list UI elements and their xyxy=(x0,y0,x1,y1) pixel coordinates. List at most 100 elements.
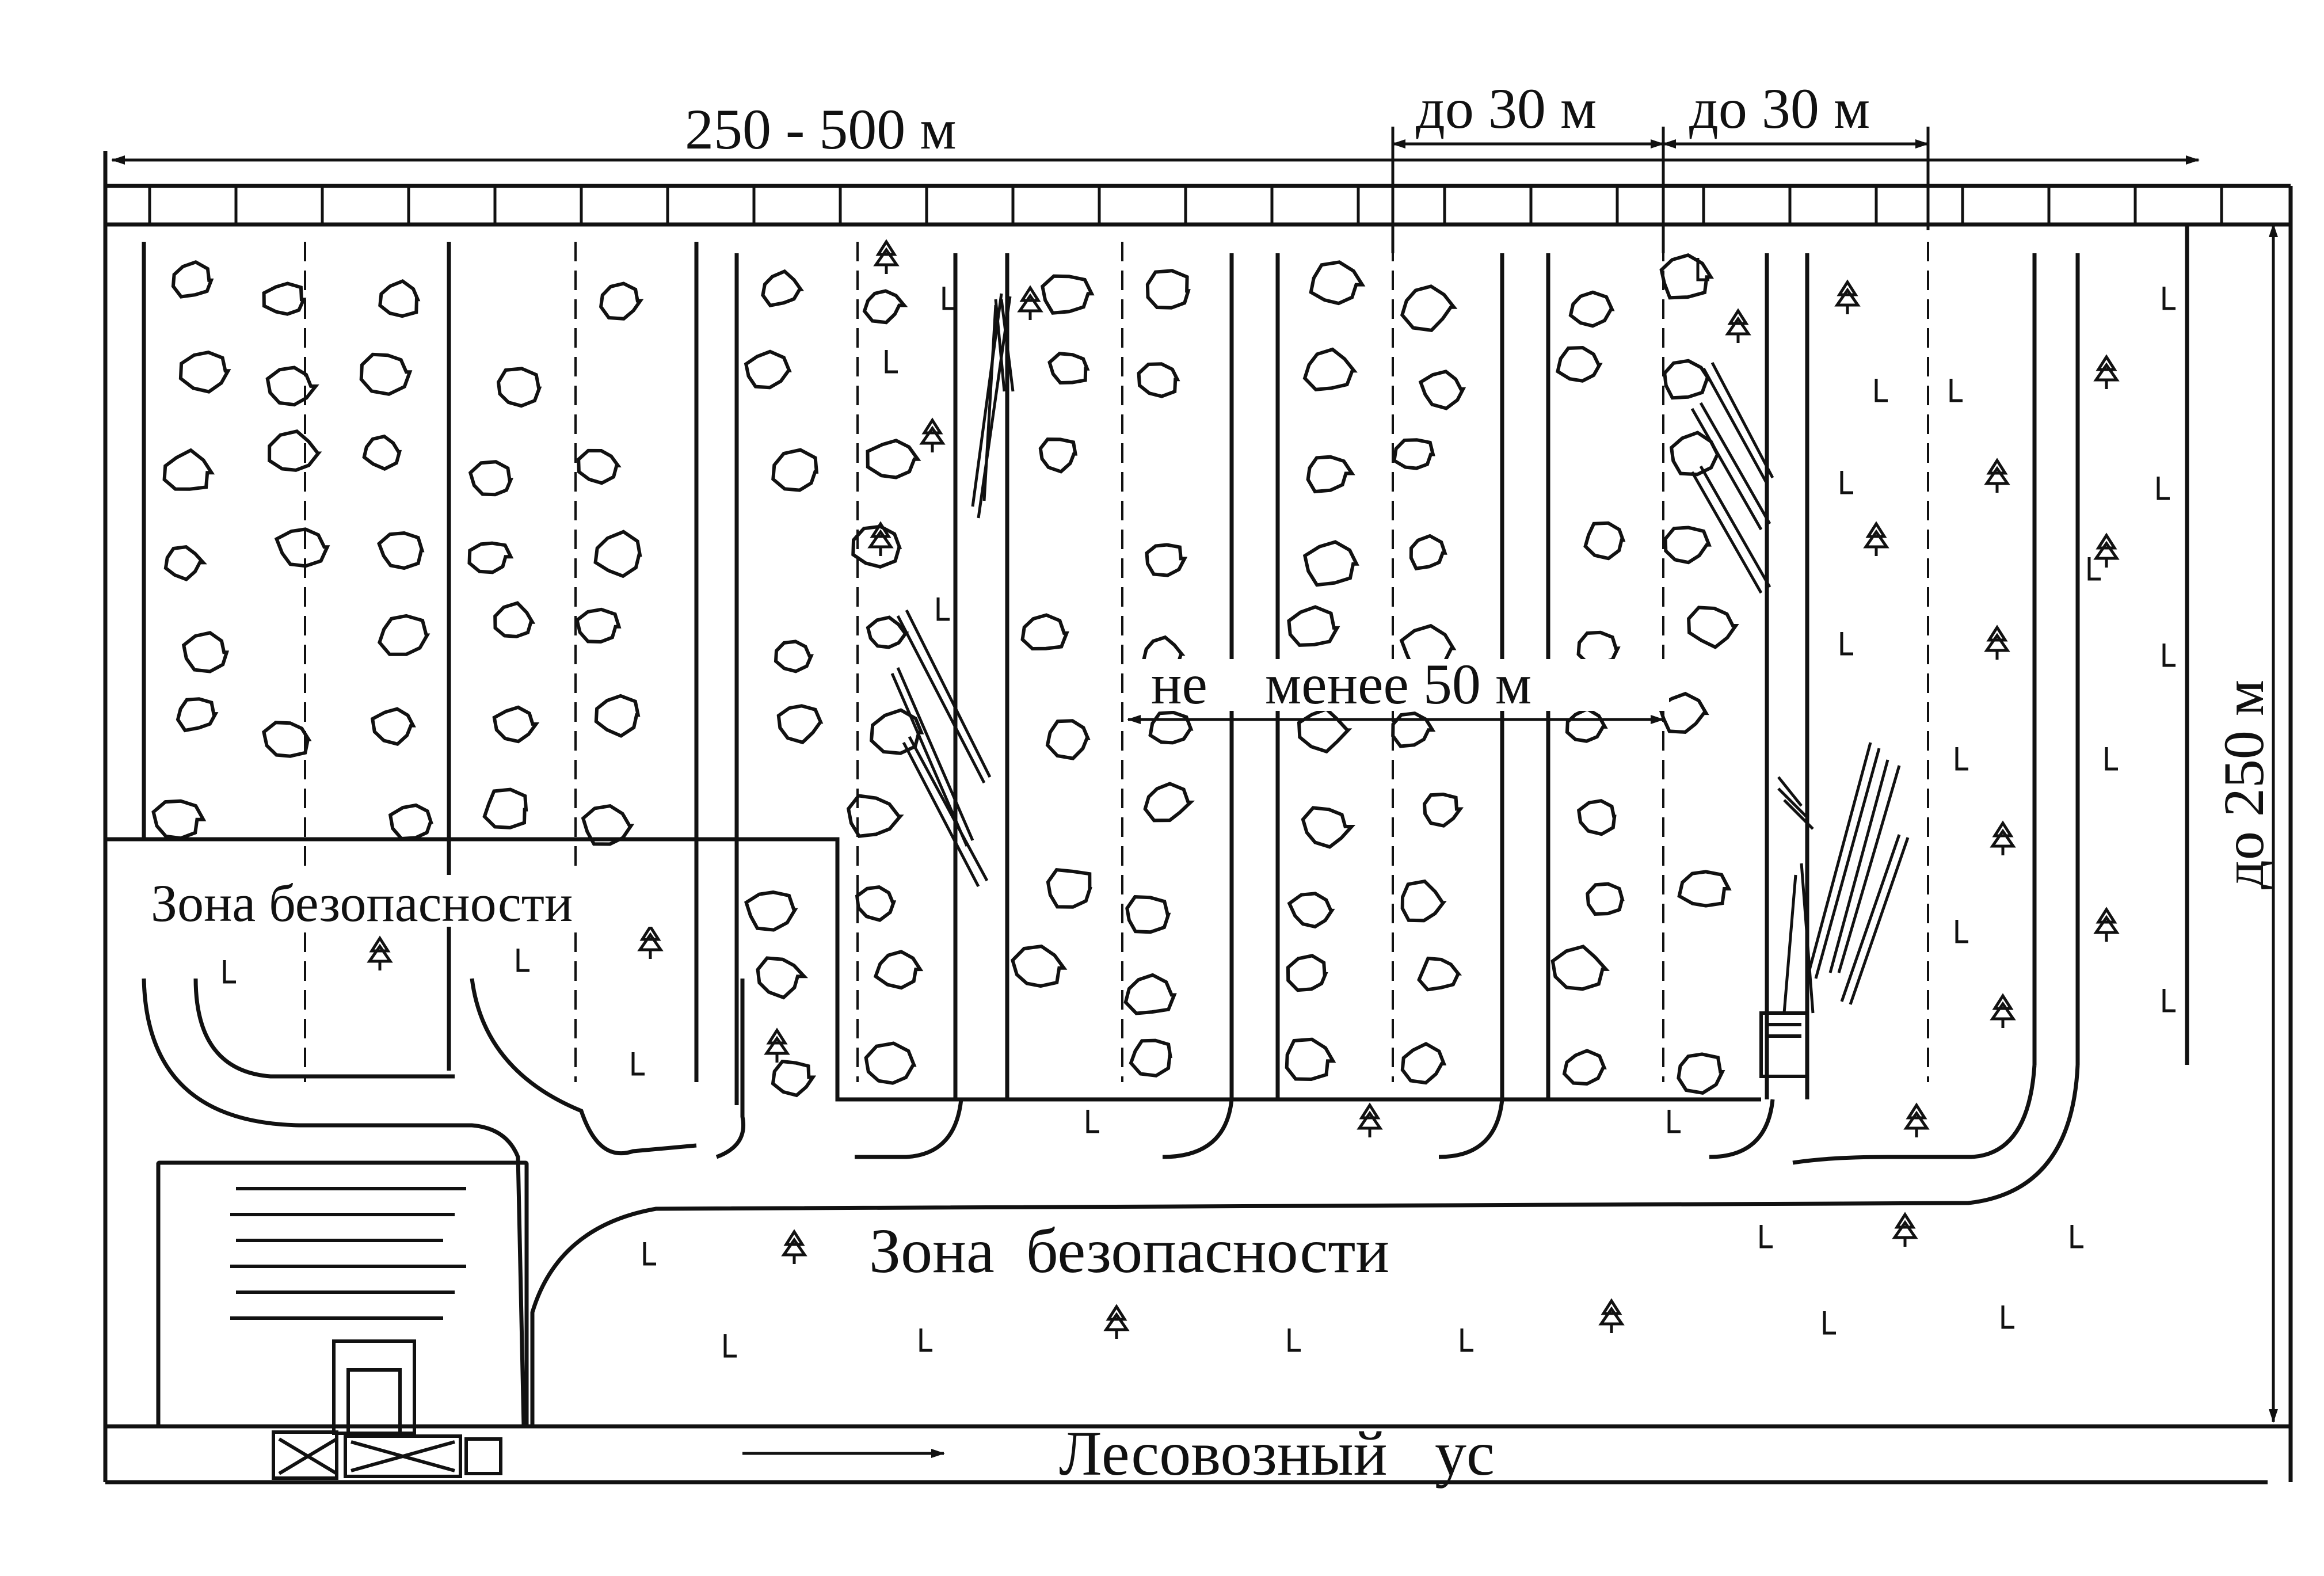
deciduous-crown-icon xyxy=(274,527,330,568)
stump-mark-icon xyxy=(2001,1305,2014,1329)
deciduous-crown-icon xyxy=(1011,944,1068,988)
deciduous-crown-icon xyxy=(1309,260,1366,306)
deciduous-crown-icon xyxy=(1562,1049,1607,1086)
deciduous-crown-icon xyxy=(744,349,792,390)
deciduous-crown-icon xyxy=(163,545,207,582)
deciduous-crown-icon xyxy=(771,448,819,492)
felled-log-icon xyxy=(1777,776,1814,830)
spruce-tree-icon xyxy=(867,521,894,556)
deciduous-crown-icon xyxy=(1145,543,1188,577)
deciduous-crown-icon xyxy=(1663,526,1712,565)
deciduous-crown-icon xyxy=(492,705,540,744)
deciduous-crown-icon xyxy=(869,708,924,755)
deciduous-crown-icon xyxy=(1418,370,1466,410)
deciduous-crown-icon xyxy=(1045,719,1091,760)
deciduous-crown-icon xyxy=(388,803,433,841)
deciduous-crown-icon xyxy=(1047,352,1090,385)
deciduous-crown-icon xyxy=(866,439,921,479)
spruce-tree-icon xyxy=(1892,1212,1918,1247)
deciduous-crown-icon xyxy=(468,460,514,497)
deciduous-crown-icon xyxy=(1568,290,1615,328)
felled-log-icon xyxy=(890,667,974,847)
log-stack xyxy=(230,1187,466,1320)
spruce-tree-icon xyxy=(2093,907,2120,942)
felled-log-icon xyxy=(1690,402,1771,531)
deciduous-crown-icon xyxy=(744,890,798,932)
stump-mark-icon xyxy=(942,287,955,310)
deciduous-crown-icon xyxy=(1687,606,1739,649)
strip-centerlines xyxy=(304,242,1929,1082)
stump-mark-icon xyxy=(1667,1110,1681,1133)
spruce-tree-icon xyxy=(1357,1102,1383,1137)
deciduous-crown-icon xyxy=(1302,540,1359,587)
deciduous-crown-icon xyxy=(864,1041,917,1085)
stump-mark-icon xyxy=(223,960,236,984)
deciduous-crown-icon xyxy=(1556,345,1603,383)
deciduous-crown-icon xyxy=(467,541,514,574)
deciduous-crown-icon xyxy=(1129,1038,1172,1078)
spruce-tree-icon xyxy=(764,1027,790,1063)
spruce-tree-icon xyxy=(1903,1102,1930,1137)
deciduous-crown-icon xyxy=(577,448,622,485)
deciduous-crown-icon xyxy=(1145,269,1191,310)
stump-mark-icon xyxy=(1840,632,1853,656)
deciduous-crown-icon xyxy=(1285,1037,1336,1082)
deciduous-crown-icon xyxy=(846,794,904,838)
felled-log-icon xyxy=(902,736,989,888)
stump-mark-icon xyxy=(885,350,898,374)
stump-mark-icon xyxy=(919,1328,932,1352)
spruce-tree-icon xyxy=(781,1229,807,1264)
spruce-tree-icon xyxy=(1984,625,2010,660)
spruce-tree-icon xyxy=(2093,354,2120,389)
deciduous-crown-icon xyxy=(1038,437,1078,474)
stump-mark-icon xyxy=(1460,1328,1473,1352)
min-distance-label: не менее 50 м xyxy=(1151,652,1531,716)
deciduous-crown-icon xyxy=(1576,630,1621,665)
stump-mark-icon xyxy=(2162,644,2176,667)
deciduous-crown-icon xyxy=(1422,792,1464,828)
deciduous-crown-icon xyxy=(1677,870,1732,908)
stump-mark-icon xyxy=(1949,379,1963,402)
total-width-label: 250 - 500 м xyxy=(685,97,957,161)
deciduous-crown-icon xyxy=(1576,799,1617,836)
deciduous-crown-icon xyxy=(1046,867,1092,909)
felled-log-icon xyxy=(971,293,1012,519)
spruce-tree-icon xyxy=(1863,521,1889,556)
deciduous-crown-icon xyxy=(1125,895,1171,934)
deciduous-crown-icon xyxy=(866,615,909,649)
stump-mark-icon xyxy=(516,949,529,972)
deciduous-crown-icon xyxy=(151,799,207,840)
felled-log-icon xyxy=(1702,361,1774,485)
spruce-tree-icon xyxy=(1103,1304,1130,1339)
stump-mark-icon xyxy=(2070,1225,2083,1248)
label-backing xyxy=(144,875,691,927)
safety-zone-label: Зона безопасности xyxy=(869,1216,1389,1286)
stump-mark-icon xyxy=(2157,477,2170,500)
felled-log-icon xyxy=(1840,834,1910,1005)
dimension-lines xyxy=(111,127,2278,1458)
spruce-undergrowth xyxy=(367,239,2120,1339)
deciduous-crown-icon xyxy=(593,530,642,578)
deciduous-crown-icon xyxy=(1020,613,1069,651)
deciduous-crown-icon xyxy=(1286,954,1328,992)
spruce-tree-icon xyxy=(1598,1298,1625,1333)
deciduous-crown-icon xyxy=(262,721,312,758)
deciduous-crown-icon xyxy=(756,956,809,1000)
deciduous-crown-icon xyxy=(1287,892,1335,929)
spruce-tree-icon xyxy=(1984,458,2010,493)
deciduous-crown-icon xyxy=(1041,274,1095,315)
deciduous-crown-icon xyxy=(370,707,416,747)
spruce-tree-icon xyxy=(1834,279,1861,314)
tractor-icon xyxy=(1759,1011,1809,1078)
spruce-tree-icon xyxy=(367,935,393,970)
deciduous-crown-icon xyxy=(1301,806,1356,849)
deciduous-crown-icon xyxy=(1287,605,1340,647)
deciduous-crown-icon xyxy=(1550,945,1610,991)
felled-log-icon xyxy=(1828,759,1901,973)
stump-mark-icon xyxy=(2162,287,2176,310)
depth-label: до 250 м xyxy=(2212,680,2276,889)
deciduous-crown-icon xyxy=(855,885,897,922)
stump-mark-icon xyxy=(1875,379,1888,402)
boundary-strip-divisions xyxy=(148,186,2223,224)
